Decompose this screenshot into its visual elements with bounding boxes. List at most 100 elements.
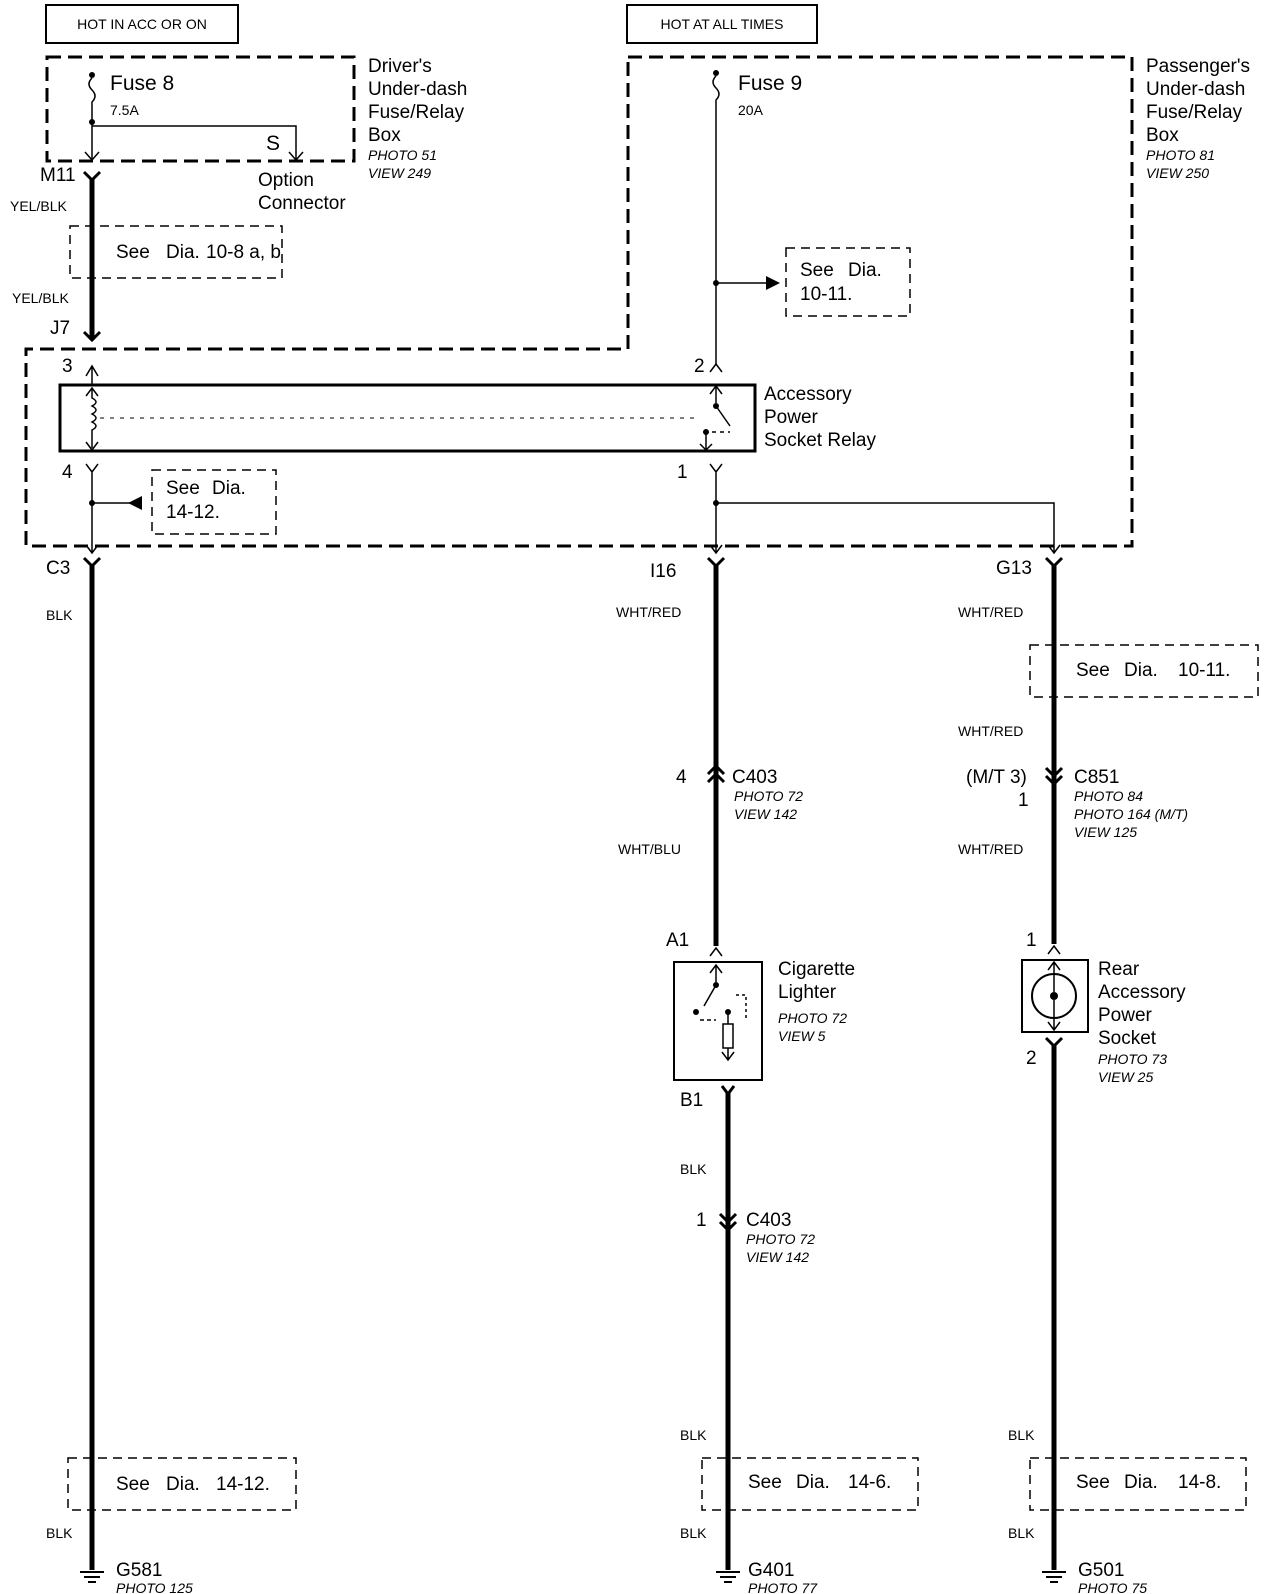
blk-right-1: BLK [1008,1427,1035,1443]
driver-fuse-box-outline [45,55,356,163]
c3-label: C3 [46,558,70,579]
g13-label: G13 [996,558,1032,579]
j7-label: J7 [50,318,70,339]
c403-bottom-name: C403 [746,1210,791,1231]
see-dia-14-12-small-see: See [166,478,200,499]
hot-all-times-label: HOT AT ALL TIMES [661,16,784,32]
lighter-a1: A1 [666,930,689,951]
fuse-9-name: Fuse 9 [738,72,802,95]
see-dia-14-8-dia: Dia. [1124,1472,1158,1493]
yel-blk-2: YEL/BLK [12,290,69,306]
driver-box-title-1: Driver's [368,56,432,77]
passenger-box-title-3: Fuse/Relay [1146,102,1243,123]
see-dia-14-12-small-num: 14-12. [166,502,220,523]
g401-name: G401 [748,1560,794,1581]
g581-photo: PHOTO 125 [116,1580,193,1594]
fuse-9-rating: 20A [738,102,764,118]
lighter-photo: PHOTO 72 [778,1010,847,1026]
option-connector-2: Connector [258,193,346,214]
relay-pin-3: 3 [62,356,73,377]
socket-title-3: Power [1098,1005,1153,1026]
blk-right-2: BLK [1008,1525,1035,1541]
ground-symbol-g501 [1042,1571,1066,1583]
see-dia-14-6-dia: Dia. [796,1472,830,1493]
fuse-8-symbol [84,72,304,162]
socket-pin-2: 2 [1026,1048,1037,1069]
see-dia-14-12-bottom-see: See [116,1474,150,1495]
c403-bottom-view: VIEW 142 [746,1249,809,1265]
driver-box-title-4: Box [368,125,401,146]
branch-arrow [766,276,780,290]
c851-connector [1044,766,1064,787]
driver-box-view: VIEW 249 [368,165,431,181]
fuse-9-symbol [712,70,720,365]
see-dia-14-12-bottom-num: 14-12. [216,1474,270,1495]
fuse-8-name: Fuse 8 [110,72,174,95]
wht-blu: WHT/BLU [618,841,681,857]
wht-red-right-1: WHT/RED [958,604,1023,620]
blk-mid-2: BLK [680,1427,707,1443]
relay-title-3: Socket Relay [764,430,876,451]
see-dia-14-6-num: 14-6. [848,1472,891,1493]
lighter-title-2: Lighter [778,982,837,1003]
see-dia-10-8-num: 10-8 a, b [206,242,281,263]
ground-branch-arrow [128,496,142,510]
c403-top-view: VIEW 142 [734,806,797,822]
c403-top-photo: PHOTO 72 [734,788,803,804]
cigarette-lighter-box [673,961,763,1081]
see-dia-14-8-see: See [1076,1472,1110,1493]
j7-connector [82,330,102,343]
relay-pin-4: 4 [62,462,73,483]
c851-name: C851 [1074,767,1119,788]
passenger-box-outline [24,55,1134,548]
g401-photo: PHOTO 77 [748,1580,818,1594]
see-dia-10-11-right-see: See [1076,660,1110,681]
passenger-box-view: VIEW 250 [1146,165,1209,181]
g501-photo: PHOTO 75 [1078,1580,1147,1594]
blk-mid-1: BLK [680,1161,707,1177]
c851-pin-mt: (M/T 3) [966,767,1027,788]
see-dia-10-11-top-see: See [800,260,834,281]
c403-top-connector [706,763,726,784]
see-dia-10-11-right-num: 10-11. [1178,660,1230,681]
socket-title-1: Rear [1098,959,1140,980]
see-dia-14-6-box [701,1457,919,1511]
see-dia-14-12-small-box [151,469,277,535]
see-dia-14-12-bottom-dia: Dia. [166,1474,200,1495]
relay-switch [699,384,731,452]
see-dia-10-11-right-box [1029,644,1259,698]
passenger-box-title-1: Passenger's [1146,56,1250,77]
socket-photo: PHOTO 73 [1098,1051,1167,1067]
driver-box-title-2: Under-dash [368,79,467,100]
see-dia-10-11-top-num: 10-11. [800,284,852,305]
see-dia-14-12-bottom-box [67,1457,297,1511]
power-socket-icon [1031,960,1077,1032]
see-dia-10-8-dia: Dia. [166,242,200,263]
socket-view: VIEW 25 [1098,1069,1153,1085]
socket-title-4: Socket [1098,1028,1157,1049]
blk-mid-3: BLK [680,1525,707,1541]
hot-acc-on-label: HOT IN ACC OR ON [77,16,207,32]
socket-title-2: Accessory [1098,982,1186,1003]
hot-acc-on-box [45,4,239,44]
passenger-box-title-2: Under-dash [1146,79,1245,100]
fuse-8-rating: 7.5A [110,102,139,118]
ground-symbol-g401 [716,1571,740,1583]
see-dia-10-11-top-dia: Dia. [848,260,882,281]
relay-coil [85,386,700,452]
c403-bottom-pin: 1 [696,1210,707,1231]
c851-photo: PHOTO 84 [1074,788,1143,804]
c403-top-name: C403 [732,767,777,788]
lighter-element-icon [693,963,747,1062]
lighter-b1: B1 [680,1090,703,1111]
relay-pin-1: 1 [677,462,688,483]
relay-body [58,383,757,453]
see-dia-10-11-right-dia: Dia. [1124,660,1158,681]
lighter-title-1: Cigarette [778,959,855,980]
wht-red-mid: WHT/RED [616,604,681,620]
option-s-label: S [266,132,280,155]
socket-pin-1: 1 [1026,930,1037,951]
see-dia-14-6-see: See [748,1472,782,1493]
see-dia-10-11-top-box [785,247,911,317]
